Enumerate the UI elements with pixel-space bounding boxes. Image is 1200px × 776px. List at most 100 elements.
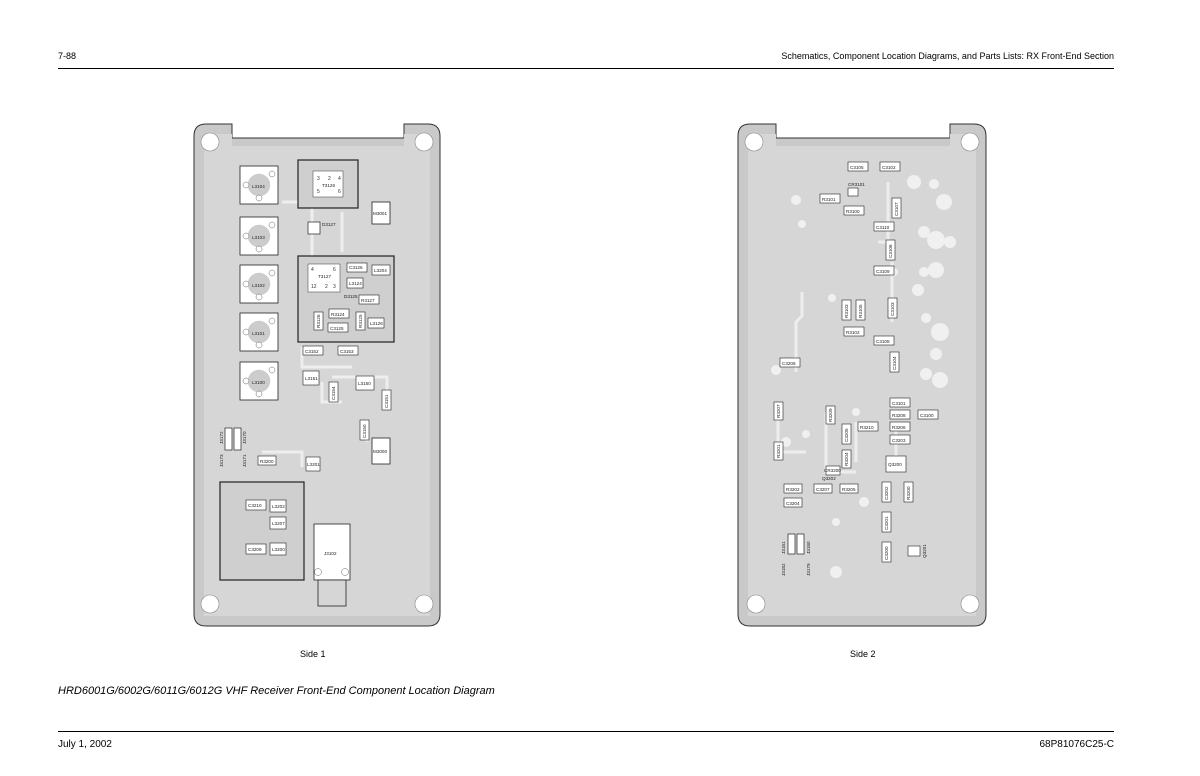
t3127-pin4: 4 xyxy=(311,267,314,273)
m3001-label: M3001 xyxy=(373,211,387,216)
t3126-label: T3126 xyxy=(322,183,335,188)
board-side-1: L3104 L3103 L3102 L3101 L3100 T3126 3 2 … xyxy=(193,123,441,627)
l3103-label: L3103 xyxy=(252,235,265,240)
j3180-conn xyxy=(787,533,796,555)
c3209-box xyxy=(245,543,267,555)
c3104-box xyxy=(889,351,900,373)
r3206-label: R3206 xyxy=(892,425,906,430)
r3204-box xyxy=(841,449,852,469)
m3000-label: M3000 xyxy=(373,449,387,454)
m3000-box xyxy=(371,437,391,465)
c3154-label: C3154 xyxy=(331,386,336,400)
j3102-plug xyxy=(317,579,347,607)
j3170-label: J3170 xyxy=(242,431,247,444)
c3152-box xyxy=(302,345,324,356)
c3152-label: C3152 xyxy=(305,349,319,354)
c3106-label: C3106 xyxy=(888,244,893,258)
l3207-label: L3207 xyxy=(272,521,285,526)
c3109-box xyxy=(873,265,895,276)
l3202-label: L3202 xyxy=(272,504,285,509)
c3125-label: C3125 xyxy=(330,326,344,331)
page-number: 7-88 xyxy=(58,51,77,61)
footer-date: July 1, 2002 xyxy=(58,739,112,750)
r3209-label: R3209 xyxy=(828,408,833,422)
l3126-box xyxy=(367,317,385,329)
c3206-box xyxy=(779,357,801,368)
c3207-box xyxy=(813,483,833,494)
q3202-label: Q3202 xyxy=(822,476,836,481)
j3171-label: J3171 xyxy=(242,454,247,467)
c3210-label: C3210 xyxy=(248,503,262,508)
r3102-label: R3102 xyxy=(846,330,860,335)
c3210-box xyxy=(245,499,267,511)
r3201-label: R3201 xyxy=(776,444,781,458)
c3206-label: C3206 xyxy=(782,361,796,366)
r3101-label: R3101 xyxy=(822,197,836,202)
l3100-label: L3100 xyxy=(252,380,265,385)
l3151-label: L3151 xyxy=(305,376,318,381)
l3201-box xyxy=(305,456,321,472)
l3102-label: L3102 xyxy=(252,283,265,288)
j3182-label: J3182 xyxy=(781,563,786,576)
r3126-label: R3126 xyxy=(316,314,321,328)
t3127-body xyxy=(307,263,341,293)
r3200-box xyxy=(257,455,277,466)
c3110-box xyxy=(873,221,895,232)
footer-doc-number: 68P81076C25-C xyxy=(1039,739,1115,750)
c3202-label: C3202 xyxy=(884,486,889,500)
section-title: Schematics, Component Location Diagrams,… xyxy=(781,51,1114,61)
d3127-box xyxy=(307,221,321,235)
r3105-label: R3105 xyxy=(858,304,863,318)
r3124-label: R3124 xyxy=(331,312,345,317)
l3204-label: L3204 xyxy=(374,268,387,273)
c3203-label: C3203 xyxy=(892,438,906,443)
j3181-label: J3181 xyxy=(781,541,786,554)
l3104-label: L3104 xyxy=(252,184,265,189)
r3208-label: R3208 xyxy=(892,413,906,418)
side-1-caption: Side 1 xyxy=(300,649,326,659)
l3200-box xyxy=(269,542,287,556)
j3172-label: J3172 xyxy=(219,431,224,444)
header-rule xyxy=(58,68,1114,69)
c3126-label: C3126 xyxy=(349,265,363,270)
c3204-label: C3204 xyxy=(786,501,800,506)
r3100-box xyxy=(843,205,865,216)
c3200-box xyxy=(881,541,892,563)
t3126-body xyxy=(312,170,344,198)
cr3101-box xyxy=(847,187,859,197)
c3108-box xyxy=(873,335,895,346)
c3110-label: C3110 xyxy=(876,225,890,230)
c3151-label: C3151 xyxy=(384,394,389,408)
r3103-box xyxy=(841,299,852,321)
c3205-label: C3205 xyxy=(844,428,849,442)
r3201-box xyxy=(773,441,784,461)
t3127-pin6: 6 xyxy=(333,267,336,273)
board-side-2: C3105 C3102 CR3101 R3101 R3100 C3107 C31… xyxy=(737,123,987,627)
t3126-pin3: 3 xyxy=(317,176,320,182)
r3202-label: R3202 xyxy=(786,487,800,492)
l3150-box xyxy=(355,375,375,391)
r3200-label: R3200 xyxy=(260,459,274,464)
t3127-pin12: 12 xyxy=(311,284,317,290)
r3209-box xyxy=(825,405,836,425)
c3109-label: C3109 xyxy=(876,269,890,274)
j3173-label: J3173 xyxy=(219,454,224,467)
r3207-box xyxy=(773,401,784,421)
c3102-label: C3102 xyxy=(882,165,896,170)
t3127-pin3: 3 xyxy=(333,284,336,290)
r3204-label: R3204 xyxy=(844,452,849,466)
r3202-box xyxy=(783,483,803,494)
t3127-label: T3127 xyxy=(318,274,331,279)
c3100-label: C3100 xyxy=(920,413,934,418)
j3180-label: J3180 xyxy=(806,541,811,554)
j3173-conn xyxy=(233,427,242,451)
c3153-box xyxy=(337,345,359,356)
c3107-box xyxy=(891,197,902,219)
c3108-label: C3108 xyxy=(876,339,890,344)
d3127-label: D3127 xyxy=(322,222,336,227)
t3126-pin5: 5 xyxy=(317,189,320,195)
c3153-label: C3153 xyxy=(340,349,354,354)
r3127-box xyxy=(358,294,380,305)
c3101-box xyxy=(889,397,911,408)
c3104-label: C3104 xyxy=(892,356,897,370)
